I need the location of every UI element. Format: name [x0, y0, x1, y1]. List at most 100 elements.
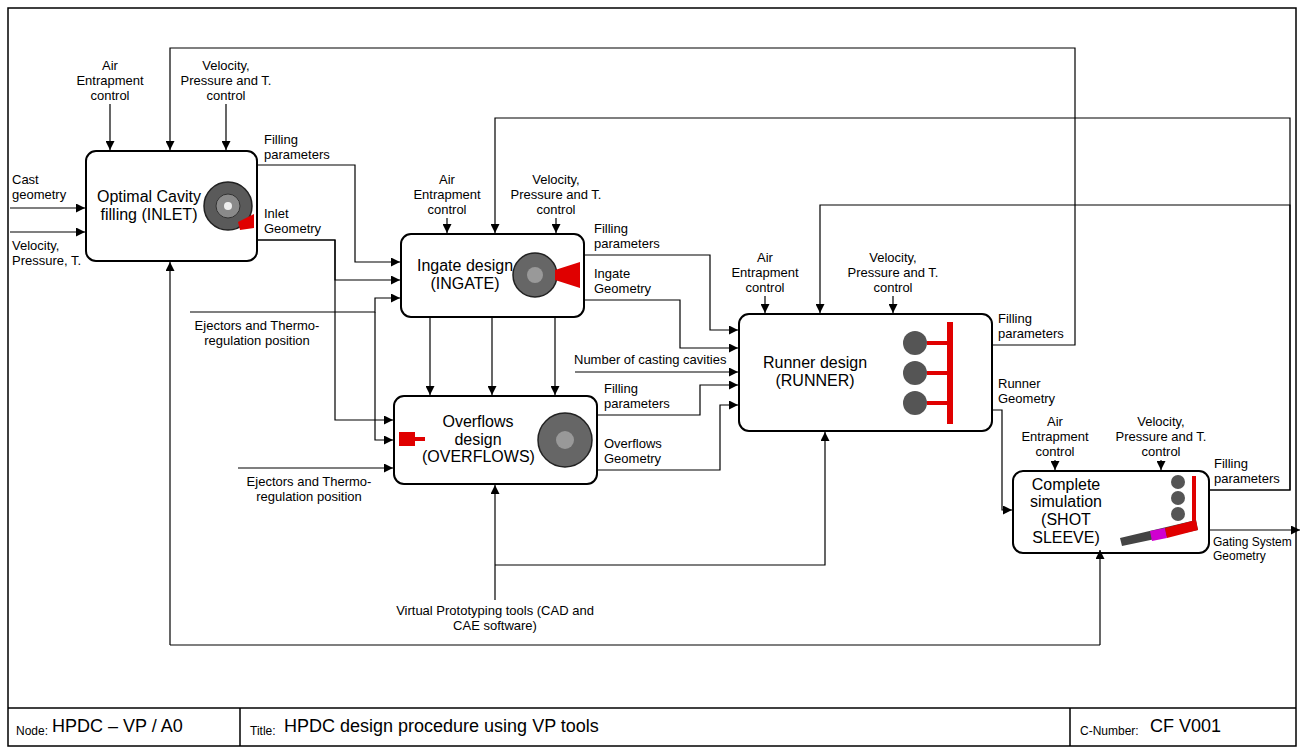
flow-label: Filling parameters — [1214, 456, 1286, 486]
casting-hub — [527, 267, 543, 283]
io-label: Air Entrapment control — [72, 58, 148, 103]
process-box: Overflows design (OVERFLOWS) — [393, 395, 598, 485]
io-label: Velocity, Pressure and T. control — [842, 250, 944, 295]
input-arrow — [10, 231, 85, 232]
flow-label: Filling parameters — [264, 132, 336, 162]
box-label: Complete simulation (SHOT SLEEVE) — [1020, 476, 1112, 548]
input-arrow — [190, 298, 400, 312]
box-label: Overflows design (OVERFLOWS) — [422, 413, 534, 467]
box-label: Ingate design (INGATE) — [410, 257, 520, 293]
shot-sleeve-tube — [1120, 520, 1198, 546]
io-label: Velocity, Pressure and T. control — [175, 58, 277, 103]
flow-label: Filling parameters — [594, 221, 666, 251]
flow-connector — [495, 118, 1290, 490]
flow-connector — [170, 48, 1075, 345]
mechanism-arrow — [169, 262, 170, 645]
control-arrow — [892, 296, 893, 313]
flow-connector — [491, 318, 492, 395]
mechanism-arrow — [494, 485, 495, 600]
casting-disc — [1171, 491, 1185, 505]
flow-connector — [258, 165, 400, 262]
casting-disc — [903, 391, 927, 415]
flow-connector — [429, 318, 430, 395]
process-box: Runner design (RUNNER) — [738, 313, 993, 432]
io-label: Velocity, Pressure and T. control — [505, 172, 607, 217]
input-arrow — [238, 467, 393, 468]
control-arrow — [555, 218, 556, 233]
runner-bar — [947, 322, 953, 424]
flow-label: Inlet Geometry — [264, 206, 332, 236]
io-label: Air Entrapment control — [1017, 414, 1093, 459]
inlet-icon — [204, 182, 254, 230]
overflow-neck — [415, 437, 425, 441]
input-arrow — [575, 371, 738, 372]
inlet-wedge — [238, 214, 254, 230]
output-arrow — [1210, 529, 1300, 530]
flow-connector — [258, 240, 400, 280]
mechanism-line — [170, 644, 1100, 645]
runner-icon — [903, 322, 953, 424]
footer-text: HPDC design procedure using VP tools — [284, 716, 784, 737]
process-box: Optimal Cavity filling (INLET) — [85, 150, 258, 262]
flow-connector — [585, 255, 738, 330]
ingate-icon — [513, 253, 580, 297]
mechanism-arrow — [1099, 550, 1100, 645]
flow-label: Runner Geometry — [998, 376, 1064, 406]
flow-label: Ingate Geometry — [594, 266, 666, 296]
casting-disc — [1171, 475, 1185, 489]
footer-text: CF V001 — [1150, 716, 1270, 737]
control-arrow — [1160, 460, 1161, 470]
flow-label: Filling parameters — [604, 381, 676, 411]
flow-connector — [598, 405, 738, 470]
ingate-link — [927, 401, 947, 405]
flow-connector — [585, 300, 738, 348]
ingate-link — [927, 371, 947, 375]
control-arrow — [1054, 460, 1055, 470]
io-label: Number of casting cavities — [574, 352, 738, 367]
io-label: Velocity, Pressure and T. control — [1110, 414, 1212, 459]
box-label: Optimal Cavity filling (INLET) — [93, 188, 205, 224]
casting-hub — [556, 431, 574, 449]
shot-sleeve-metal — [1150, 528, 1167, 541]
footer-rule — [8, 707, 1296, 709]
shot-sleeve-icon — [1120, 475, 1198, 546]
overflows-icon — [399, 413, 592, 467]
control-arrow — [764, 296, 765, 313]
casting-disc — [903, 361, 927, 385]
io-label: Ejectors and Thermo-regulation position — [186, 318, 328, 348]
footer-text: C-Number: — [1080, 724, 1150, 738]
flow-connector — [554, 318, 555, 395]
flow-label: Overflows Geometry — [604, 436, 680, 466]
footer-divider — [1069, 708, 1071, 746]
flow-connector — [993, 410, 1012, 510]
page-frame — [8, 8, 1296, 746]
shot-sleeve-metal — [1165, 520, 1198, 538]
flow-connector — [820, 205, 1290, 490]
runner-bar — [1192, 476, 1196, 522]
control-arrow — [446, 218, 447, 233]
casting-disc — [903, 331, 927, 355]
footer-text: HPDC – VP / A0 — [52, 716, 232, 737]
overflow-block — [399, 432, 415, 446]
flow-label: Filling parameters — [998, 311, 1068, 341]
casting-disc — [1171, 507, 1185, 521]
footer-divider — [239, 708, 241, 746]
io-label: Air Entrapment control — [409, 172, 485, 217]
input-arrow — [375, 312, 393, 440]
casting-bore — [224, 202, 232, 210]
casting-disc — [513, 253, 557, 297]
io-label: Gating System Geometry — [1213, 535, 1299, 563]
control-arrow — [225, 104, 226, 150]
ingate-wedge — [555, 262, 580, 288]
process-box: Complete simulation (SHOT SLEEVE) — [1012, 470, 1210, 554]
io-label: Air Entrapment control — [727, 250, 803, 295]
casting-disc — [538, 413, 592, 467]
ingate-link — [927, 341, 947, 345]
casting-hub — [216, 194, 240, 218]
io-label: Virtual Prototyping tools (CAD and CAE s… — [395, 603, 595, 633]
footer-text: Node: — [16, 724, 56, 738]
process-box: Ingate design (INGATE) — [400, 233, 585, 318]
